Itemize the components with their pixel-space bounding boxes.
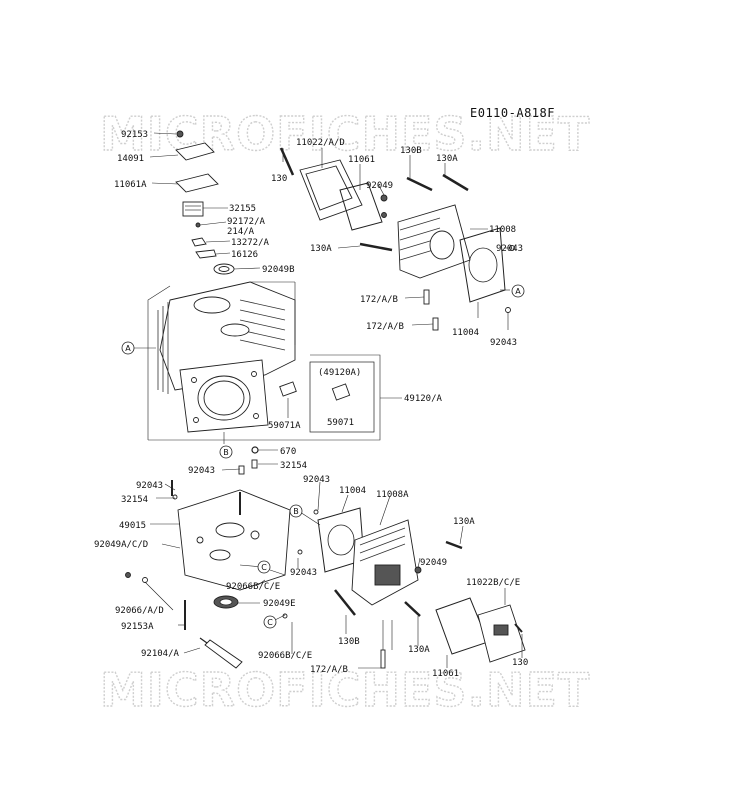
svg-text:C: C [267, 618, 273, 627]
label-130B-b: 130B [338, 637, 360, 647]
label-92043-b: 92043 [303, 475, 330, 485]
label-670: 670 [280, 447, 296, 457]
cylinder-head-assembly-top [279, 147, 515, 331]
pin-92172 [195, 222, 201, 228]
bolt-92153 [176, 130, 184, 138]
label-32155: 32155 [229, 204, 256, 214]
label-49120A: 49120/A [404, 394, 443, 404]
tube-92104 [204, 639, 243, 669]
gasket-11061A [175, 173, 219, 193]
label-11004-b: 11004 [339, 486, 366, 496]
valve-32155 [182, 201, 204, 217]
label-92049-b: 92049 [420, 558, 447, 568]
label-92066BCE-2: 92066B/C/E [258, 651, 312, 661]
cylinder-head-11008A [351, 519, 419, 606]
label-172-b: 172/A/B [366, 322, 404, 332]
leader-lines [134, 132, 523, 669]
watermark-bottom: MICROFICHES.NET [100, 663, 590, 717]
label-32154-a: 32154 [280, 461, 307, 471]
label-92043-r2: 92043 [490, 338, 517, 348]
svg-text:C: C [261, 563, 267, 572]
label-11061-b: 11061 [432, 669, 459, 679]
cylinder-block-assembly [147, 130, 381, 441]
label-11008A: 11008A [376, 490, 409, 500]
label-172-c: 172/A/B [310, 665, 348, 675]
callout-b-top: B [219, 445, 233, 459]
spring-59071 [331, 383, 351, 401]
label-11004: 11004 [452, 328, 479, 338]
label-32154-l: 32154 [121, 495, 148, 505]
svg-text:A: A [515, 287, 521, 296]
label-130-b: 130 [512, 658, 528, 668]
part-13272 [191, 237, 207, 247]
crankcase-cover-49015 [177, 489, 291, 591]
svg-text:B: B [223, 448, 229, 457]
label-13272: 13272/A [231, 238, 270, 248]
kit-box-part: 59071 [327, 418, 354, 428]
diagram-code: E0110-A818F [470, 106, 555, 120]
label-16126: 16126 [231, 250, 258, 260]
label-14091: 14091 [117, 154, 144, 164]
label-130: 130 [271, 174, 287, 184]
spring-59071A [279, 381, 297, 397]
label-214: 214/A [227, 227, 255, 237]
label-11022AD: 11022/A/D [296, 138, 345, 148]
label-92049ACD: 92049A/C/D [94, 540, 148, 550]
label-92043-l: 92043 [136, 481, 163, 491]
label-130A-b: 130A [453, 517, 475, 527]
label-92104: 92104/A [141, 649, 180, 659]
gasket-16126 [195, 249, 217, 259]
svg-text:B: B [293, 507, 299, 516]
label-92153: 92153 [121, 130, 148, 140]
kit-box-49120A: (49120A) 59071 [309, 361, 375, 433]
callout-c-upper: C [257, 560, 271, 574]
callout-a-right: A [511, 284, 525, 298]
label-130A: 130A [436, 154, 458, 164]
label-92049B: 92049B [262, 265, 295, 275]
label-11061A: 11061A [114, 180, 147, 190]
label-130A-b2: 130A [408, 645, 430, 655]
label-11022BCE: 11022B/C/E [466, 578, 520, 588]
svg-text:A: A [125, 344, 131, 353]
label-92066BCE: 92066B/C/E [226, 582, 280, 592]
label-130A-left: 130A [310, 244, 332, 254]
callout-b-bottom: B [289, 504, 303, 518]
label-130B: 130B [400, 146, 422, 156]
label-172-a: 172/A/B [360, 295, 398, 305]
label-92049E: 92049E [263, 599, 296, 609]
label-92049: 92049 [366, 181, 393, 191]
label-92066AD: 92066/A/D [115, 606, 164, 616]
label-92153A: 92153A [121, 622, 154, 632]
label-11061: 11061 [348, 155, 375, 165]
label-92043-b2: 92043 [290, 568, 317, 578]
callout-a-left: A [121, 341, 135, 355]
label-92043-r: 92043 [496, 244, 523, 254]
label-92172: 92172/A [227, 217, 266, 227]
label-11008: 11008 [489, 225, 516, 235]
callout-c-lower: C [263, 615, 277, 629]
cylinder-head-assembly-bottom [297, 507, 526, 669]
label-49015: 49015 [119, 521, 146, 531]
part-labels: 92153 14091 11061A 32155 92172/A 214/A 1… [94, 130, 528, 679]
label-92043-c: 92043 [188, 466, 215, 476]
label-59071A: 59071A [268, 421, 301, 431]
plate-14091 [175, 142, 215, 161]
kit-box-title: (49120A) [318, 368, 361, 378]
